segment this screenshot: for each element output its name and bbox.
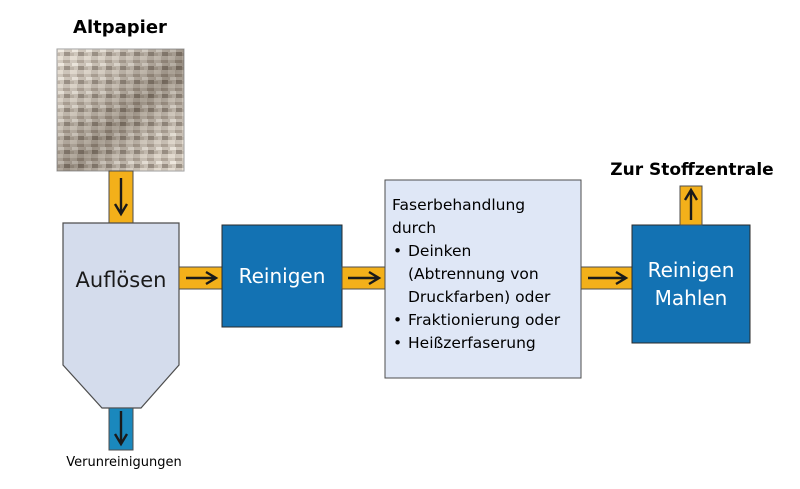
dissolve-step-label: Auflösen bbox=[75, 268, 167, 292]
fiber-method-line: Druckfarben) oder bbox=[408, 288, 551, 306]
refine-line-2: Mahlen bbox=[654, 286, 728, 310]
fiber-method-item: Heißzerfaserung bbox=[392, 332, 584, 355]
source-label: Altpapier bbox=[73, 17, 167, 38]
fiber-method-list: Deinken (Abtrennung von Druckfarben) ode… bbox=[392, 240, 584, 355]
feed-arrow-icon bbox=[113, 178, 129, 217]
fiber-method-line: (Abtrennung von bbox=[408, 265, 539, 283]
fiber-method-item: Deinken (Abtrennung von Druckfarben) ode… bbox=[392, 240, 584, 309]
cleaning-box bbox=[221, 224, 343, 328]
fiber-method-line: Deinken bbox=[408, 242, 472, 260]
connector-arrow-1-icon bbox=[186, 270, 219, 286]
fiber-heading-line-2: durch bbox=[392, 219, 437, 237]
waste-label: Verunreinigungen bbox=[66, 455, 182, 470]
dissolver-vessel bbox=[62, 222, 180, 409]
destination-label: Zur Stoffzentrale bbox=[610, 160, 774, 180]
fiber-treatment-text: Faserbehandlung durch Deinken (Abtrennun… bbox=[392, 194, 584, 355]
fiber-method-line: Fraktionierung oder bbox=[408, 311, 561, 329]
refine-line-1: Reinigen bbox=[647, 258, 735, 282]
output-arrow-icon bbox=[683, 187, 699, 220]
fiber-method-line: Heißzerfaserung bbox=[408, 334, 536, 352]
fiber-method-item: Fraktionierung oder bbox=[392, 309, 584, 332]
refine-step-label: Reinigen Mahlen bbox=[632, 225, 750, 343]
waste-paper-photo bbox=[56, 48, 185, 172]
fiber-heading-line-1: Faserbehandlung bbox=[392, 196, 526, 214]
refining-box bbox=[631, 224, 751, 344]
waste-arrow-icon bbox=[113, 411, 129, 447]
connector-arrow-2-icon bbox=[348, 270, 382, 286]
clean-step-label: Reinigen bbox=[238, 264, 326, 288]
connector-arrow-3-icon bbox=[588, 270, 629, 286]
